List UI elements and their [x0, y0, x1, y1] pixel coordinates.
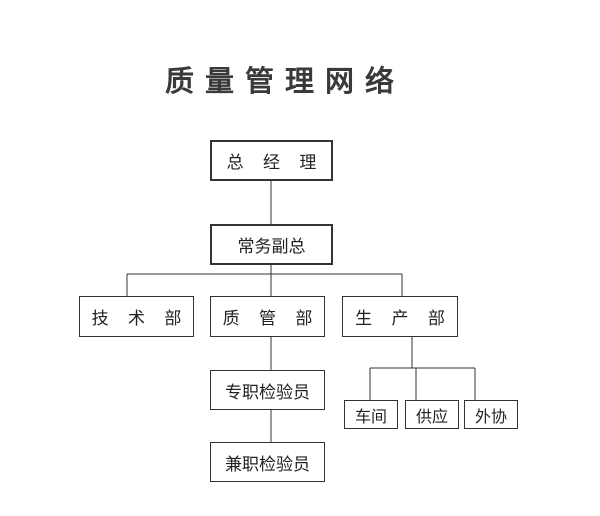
node-qc-dept: 质 管 部	[210, 296, 325, 337]
node-production-dept: 生 产 部	[342, 296, 458, 337]
node-executive-deputy: 常务副总	[210, 224, 333, 265]
node-supply: 供应	[405, 400, 459, 429]
node-fulltime-inspector: 专职检验员	[210, 370, 325, 410]
node-workshop: 车间	[344, 400, 398, 429]
node-general-manager: 总 经 理	[210, 140, 333, 181]
diagram-title: 质量管理网络	[164, 64, 405, 98]
node-tech-dept: 技 术 部	[79, 296, 194, 337]
node-parttime-inspector: 兼职检验员	[210, 442, 325, 482]
node-outsource: 外协	[464, 400, 518, 429]
